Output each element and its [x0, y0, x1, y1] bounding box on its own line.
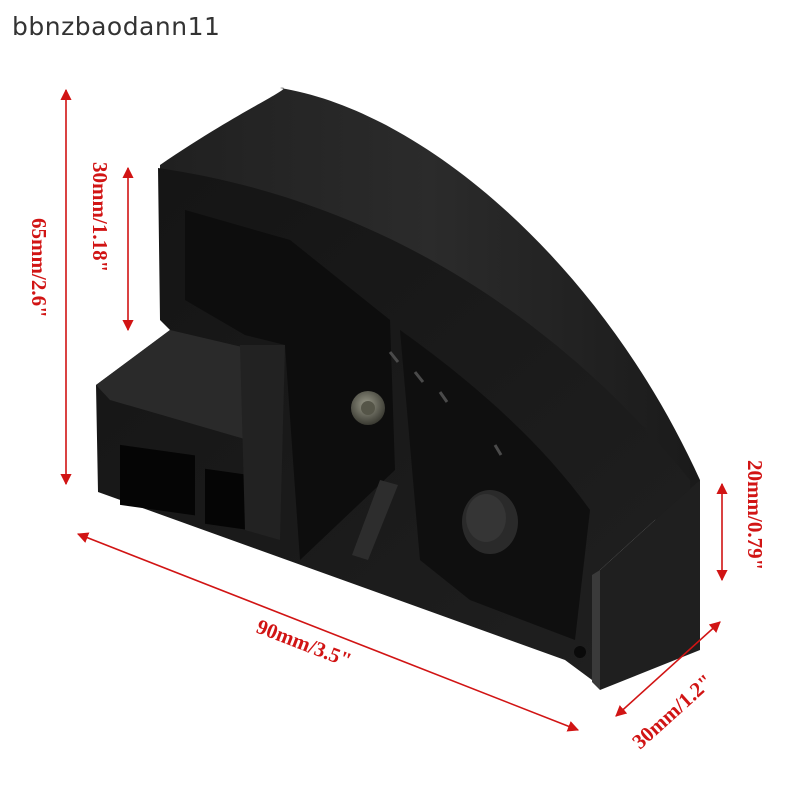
slot-left	[120, 444, 195, 516]
arc-surface	[160, 87, 700, 505]
lower-ledge	[96, 330, 255, 440]
rib-vertical	[240, 345, 285, 540]
cavity-main	[185, 210, 395, 560]
dim-label-height-total: 65mm/2.6"	[27, 218, 51, 318]
dim-line-depth	[615, 621, 721, 717]
dim-label-height-upper: 30mm/1.18"	[88, 162, 112, 272]
end-block-side	[592, 570, 600, 690]
dim-label-thickness: 20mm/0.79"	[743, 460, 767, 570]
watermark-text: bbnzbaodann11	[12, 12, 221, 41]
dim-label-depth: 30mm/1.2"	[627, 669, 717, 754]
dim-line-length	[76, 532, 580, 732]
